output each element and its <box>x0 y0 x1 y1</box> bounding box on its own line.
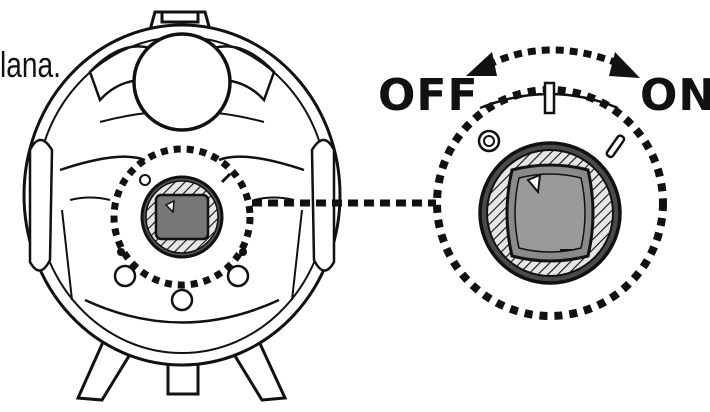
rotary-knob-icon <box>478 141 622 285</box>
text-fragment: lana. <box>0 44 61 85</box>
on-label: ON <box>640 70 710 121</box>
lower-port-left <box>113 264 137 288</box>
off-label: OFF <box>378 70 479 121</box>
highlight-circle-small <box>110 145 254 289</box>
lower-port-center <box>170 288 194 312</box>
on-mark-icon <box>605 134 626 159</box>
device-lens <box>132 32 232 132</box>
lower-port-right <box>226 264 250 288</box>
off-mark-icon <box>477 129 501 153</box>
device-knob-small <box>139 172 232 259</box>
double-headed-curved-arrow-icon <box>466 46 640 78</box>
magnified-switch <box>433 81 667 320</box>
